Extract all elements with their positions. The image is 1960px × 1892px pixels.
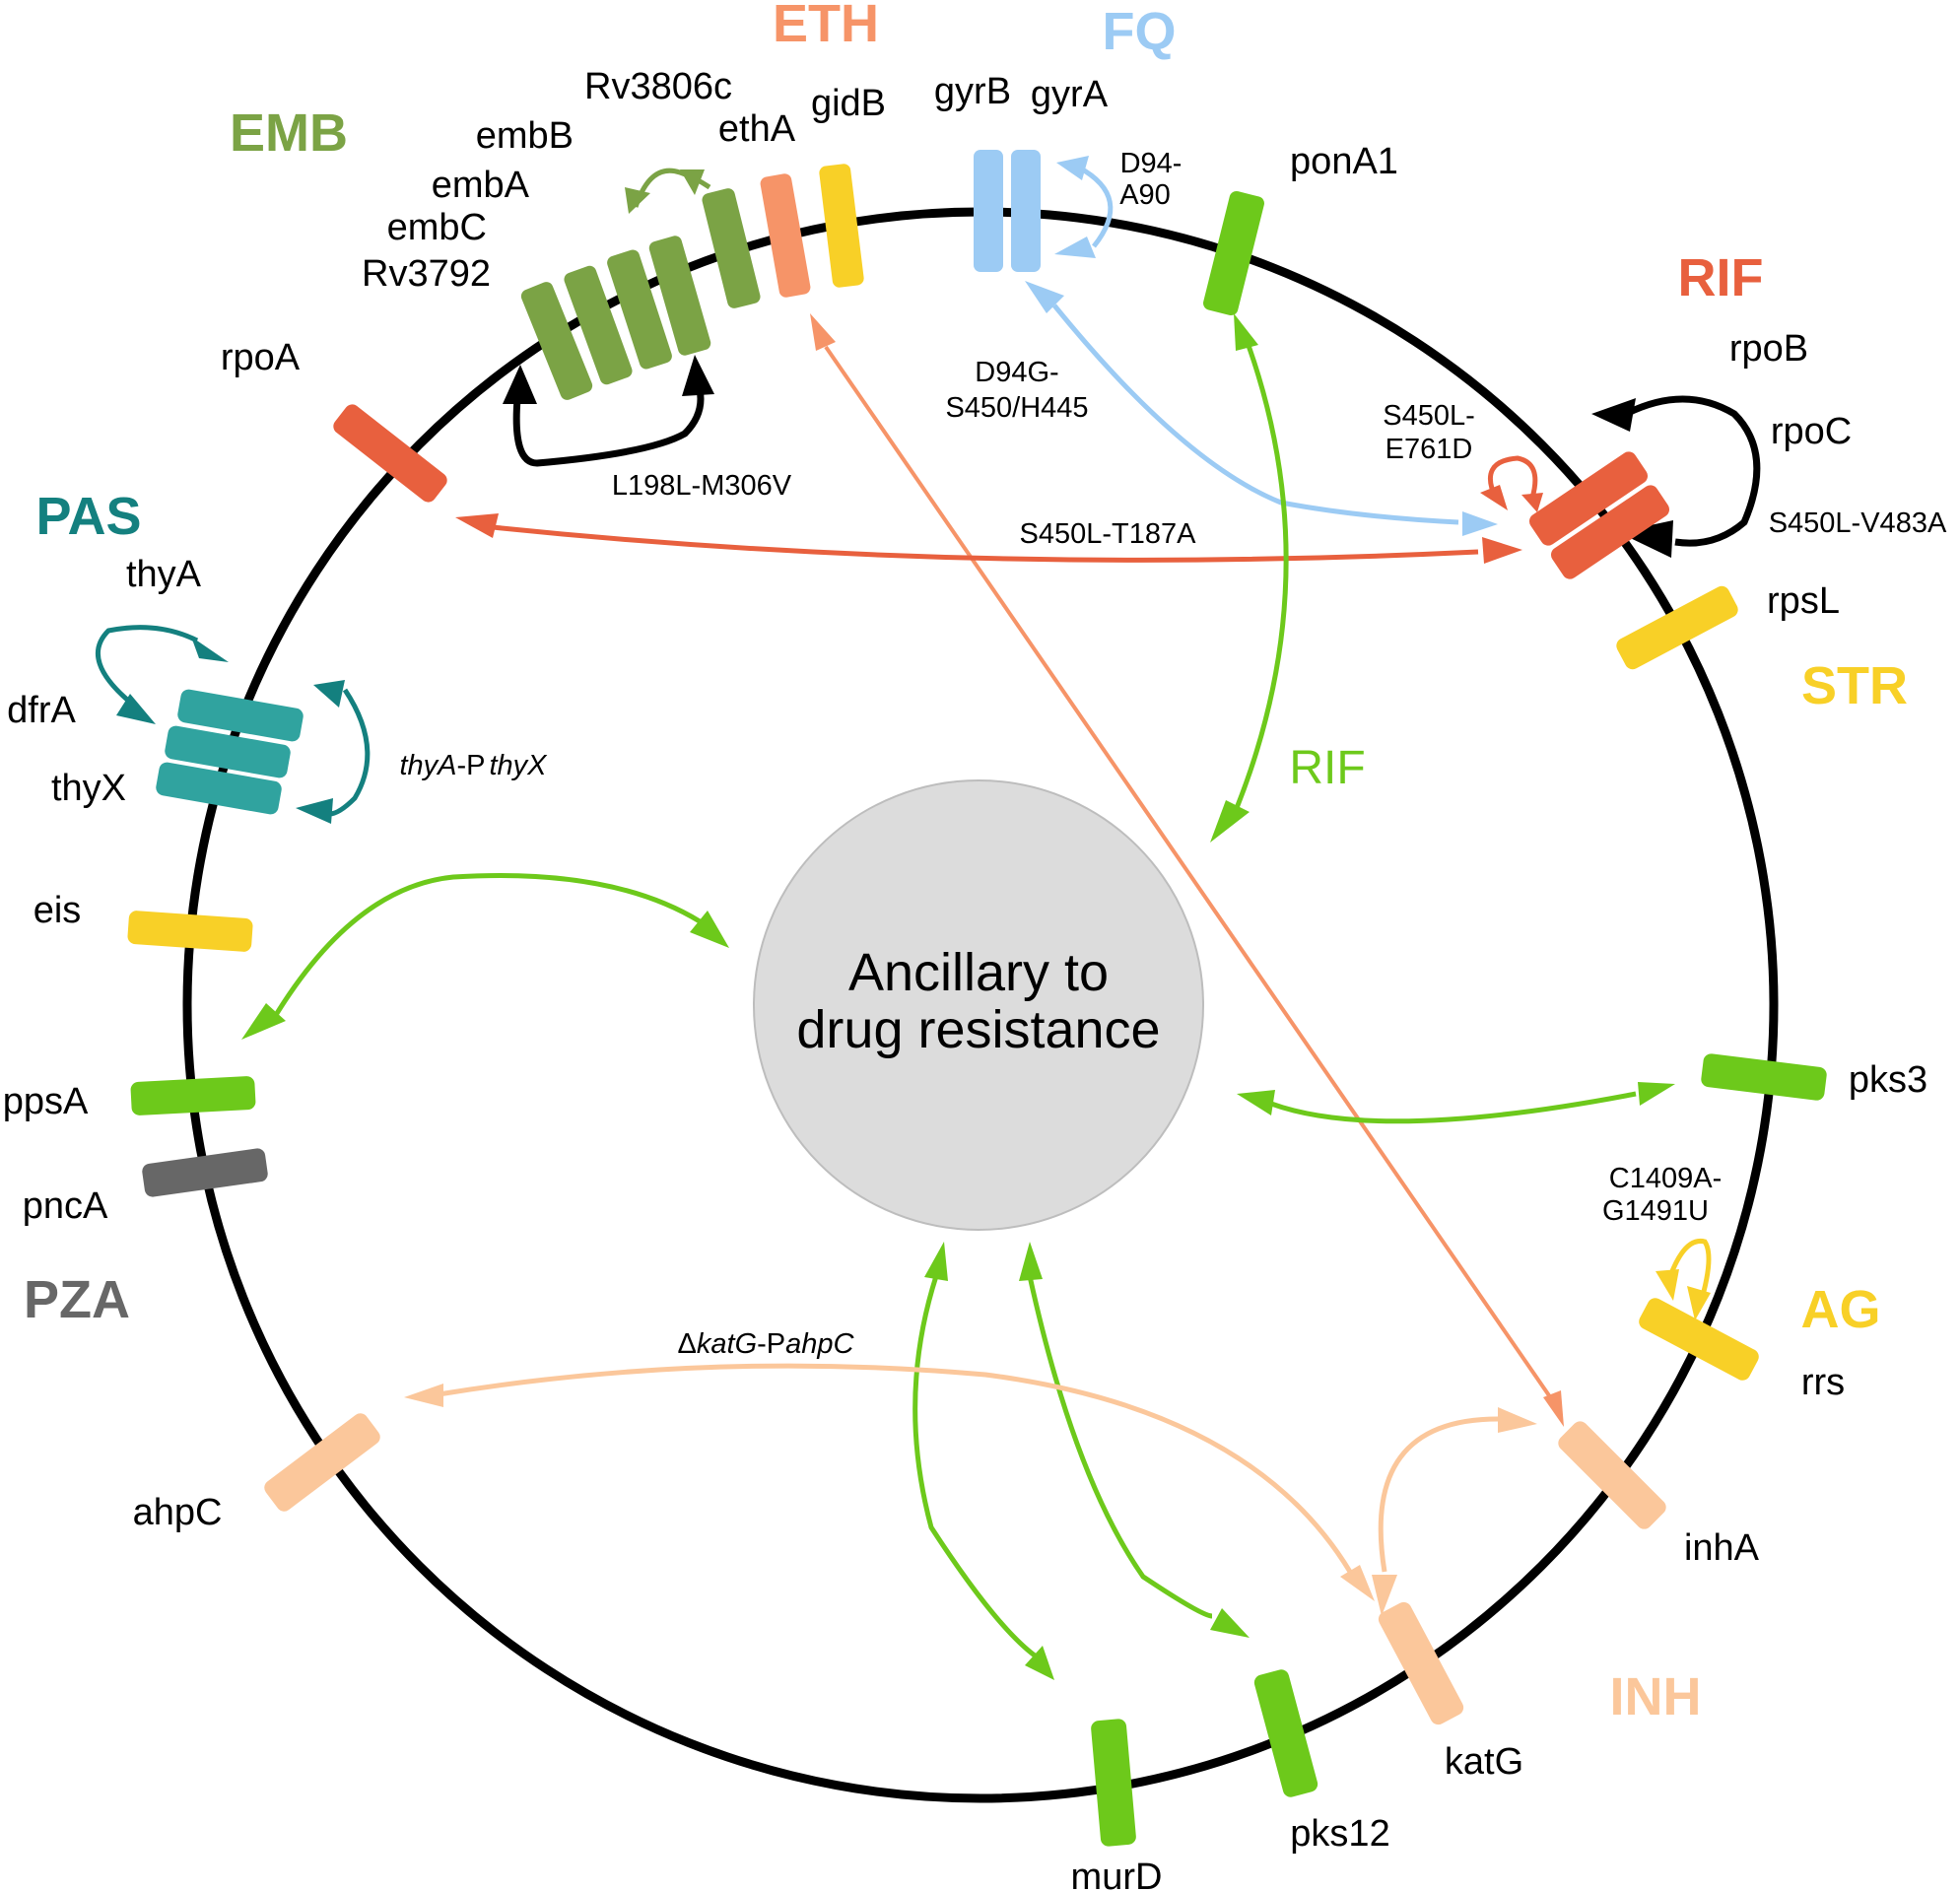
gene-label-rpoA: rpoA — [221, 337, 301, 378]
gene-bar-murD[interactable] — [1090, 1719, 1136, 1848]
ancillary-label-line2: drug resistance — [796, 1000, 1160, 1059]
murD-ancillary-arrow — [912, 1242, 1054, 1680]
mut-label-s450l-e761d-2: E761D — [1386, 434, 1473, 465]
gene-bar-pncA[interactable] — [141, 1147, 269, 1197]
pas-thyA-thyX-loop — [296, 680, 371, 824]
drug-label-emb: EMB — [230, 103, 348, 163]
mut-label-l198l-m306v: L198L-M306V — [612, 470, 792, 502]
gene-bar-embC[interactable] — [563, 264, 635, 386]
gene-bar-gyrB[interactable] — [974, 150, 1003, 272]
mut-label-katg-p-ahpc: ΔkatG-PahpC — [678, 1328, 855, 1360]
ancillary-label-line1: Ancillary to — [848, 943, 1109, 1002]
gene-label-ppsA: ppsA — [3, 1081, 89, 1122]
gene-bar-rpoB[interactable] — [1526, 448, 1651, 548]
gene-bar-rrs[interactable] — [1636, 1295, 1761, 1383]
gene-label-rv3792: Rv3792 — [362, 253, 491, 295]
inh-katG-ahpC-arrow — [404, 1363, 1375, 1601]
gene-label-dfrA: dfrA — [7, 690, 76, 731]
gene-bar-ethA[interactable] — [759, 172, 811, 299]
gene-label-gyrB: gyrB — [934, 71, 1011, 112]
gene-label-pks3: pks3 — [1849, 1059, 1927, 1101]
drug-label-rif-ancillary: RIF — [1289, 742, 1365, 794]
gene-label-gyrA: gyrA — [1031, 74, 1109, 115]
emb-l198l-m306v-loop — [503, 355, 714, 467]
fq-gyrA-rpoB-arrow — [1025, 281, 1498, 536]
mut-label-s450l-v483a: S450L-V483A — [1769, 507, 1947, 539]
gene-bar-dfrA[interactable] — [164, 724, 292, 778]
gene-label-ahpC: ahpC — [133, 1492, 223, 1533]
pks3-ancillary-arrow — [1237, 1082, 1675, 1124]
mut-label-s450l-e761d-1: S450L- — [1383, 400, 1475, 432]
gene-label-rpoB: rpoB — [1729, 328, 1808, 370]
gene-label-katG: katG — [1445, 1741, 1523, 1783]
fq-d94-a90-loop — [1054, 156, 1114, 258]
mut-label-d94g-2: S450/H445 — [945, 392, 1088, 424]
drug-label-eth: ETH — [773, 0, 879, 53]
gene-label-thyA: thyA — [126, 554, 202, 595]
gene-label-thyX: thyX — [51, 768, 126, 809]
pks12-ancillary-arrow — [1019, 1242, 1250, 1638]
gene-bar-inhA[interactable] — [1555, 1418, 1669, 1532]
gene-bar-ppsA[interactable] — [130, 1076, 256, 1116]
drug-label-ag: AG — [1801, 1280, 1881, 1339]
mut-label-c1409a-2: G1491U — [1602, 1195, 1709, 1227]
mut-label-d94g-1: D94G- — [975, 357, 1058, 388]
gene-label-inhA: inhA — [1684, 1527, 1760, 1569]
drug-label-pza: PZA — [24, 1270, 130, 1329]
gene-bar-rv3806c[interactable] — [701, 187, 762, 310]
gene-bar-thyX[interactable] — [155, 761, 283, 815]
drug-label-pas: PAS — [35, 487, 141, 546]
gene-bar-rpoA[interactable] — [330, 401, 450, 506]
gene-label-ethA: ethA — [718, 108, 796, 150]
gene-bar-ponA1[interactable] — [1202, 189, 1266, 316]
gene-label-embB: embB — [476, 115, 574, 157]
gene-label-ponA1: ponA1 — [1290, 141, 1398, 182]
gene-bar-rpoC[interactable] — [1548, 482, 1672, 581]
gene-bar-embA[interactable] — [605, 248, 673, 372]
eth-ethA-inhA-arrow — [810, 313, 1564, 1427]
gene-label-gidB: gidB — [811, 83, 886, 124]
mut-label-d94-a90-2: A90 — [1119, 179, 1171, 211]
gene-bar-rpsL[interactable] — [1614, 583, 1741, 672]
gene-bar-gyrA[interactable] — [1011, 150, 1041, 272]
gene-bar-gidB[interactable] — [819, 164, 865, 289]
gene-label-eis: eis — [34, 890, 82, 931]
gene-bar-embB[interactable] — [647, 235, 712, 358]
gene-bar-pks12[interactable] — [1252, 1668, 1319, 1799]
gene-label-rv3806c: Rv3806c — [584, 66, 732, 107]
inh-inhA-katG-arrow — [1372, 1407, 1537, 1616]
gene-bar-rv3792[interactable] — [519, 280, 594, 402]
emb-rv3806c-loop — [625, 168, 711, 214]
pas-thyA-dfrA-loop — [95, 625, 229, 724]
ponA1-ancillary-arrow — [1210, 313, 1289, 843]
gene-bar-katG[interactable] — [1376, 1599, 1466, 1727]
gene-label-rpsL: rpsL — [1767, 580, 1840, 622]
gene-label-embA: embA — [432, 165, 530, 206]
gene-label-rpoC: rpoC — [1771, 411, 1852, 452]
mut-label-c1409a-1: C1409A- — [1609, 1163, 1722, 1194]
mut-label-d94-a90-1: D94- — [1120, 148, 1183, 179]
gene-label-pks12: pks12 — [1290, 1813, 1389, 1855]
gene-label-rrs: rrs — [1801, 1362, 1845, 1403]
drug-label-rif: RIF — [1678, 248, 1764, 307]
gene-bar-thyA[interactable] — [176, 688, 304, 742]
rif-s450l-e761d-loop — [1480, 455, 1543, 512]
drug-label-fq: FQ — [1103, 2, 1177, 61]
gene-bar-pks3[interactable] — [1700, 1052, 1827, 1101]
drug-label-inh: INH — [1610, 1667, 1702, 1726]
gene-label-murD: murD — [1071, 1857, 1163, 1892]
gene-label-embC: embC — [387, 207, 487, 248]
rif-rpoA-rpoB-arrow — [455, 513, 1522, 564]
mut-label-s450l-t187a: S450L-T187A — [1020, 518, 1197, 550]
ppsA-ancillary-arrow — [241, 872, 729, 1040]
drug-label-str: STR — [1801, 656, 1908, 715]
gene-label-pncA: pncA — [23, 1185, 108, 1227]
gene-bar-eis[interactable] — [127, 911, 253, 953]
ag-rrs-loop — [1656, 1238, 1712, 1320]
ancillary-node — [753, 779, 1204, 1231]
gene-bar-ahpC[interactable] — [261, 1410, 383, 1515]
